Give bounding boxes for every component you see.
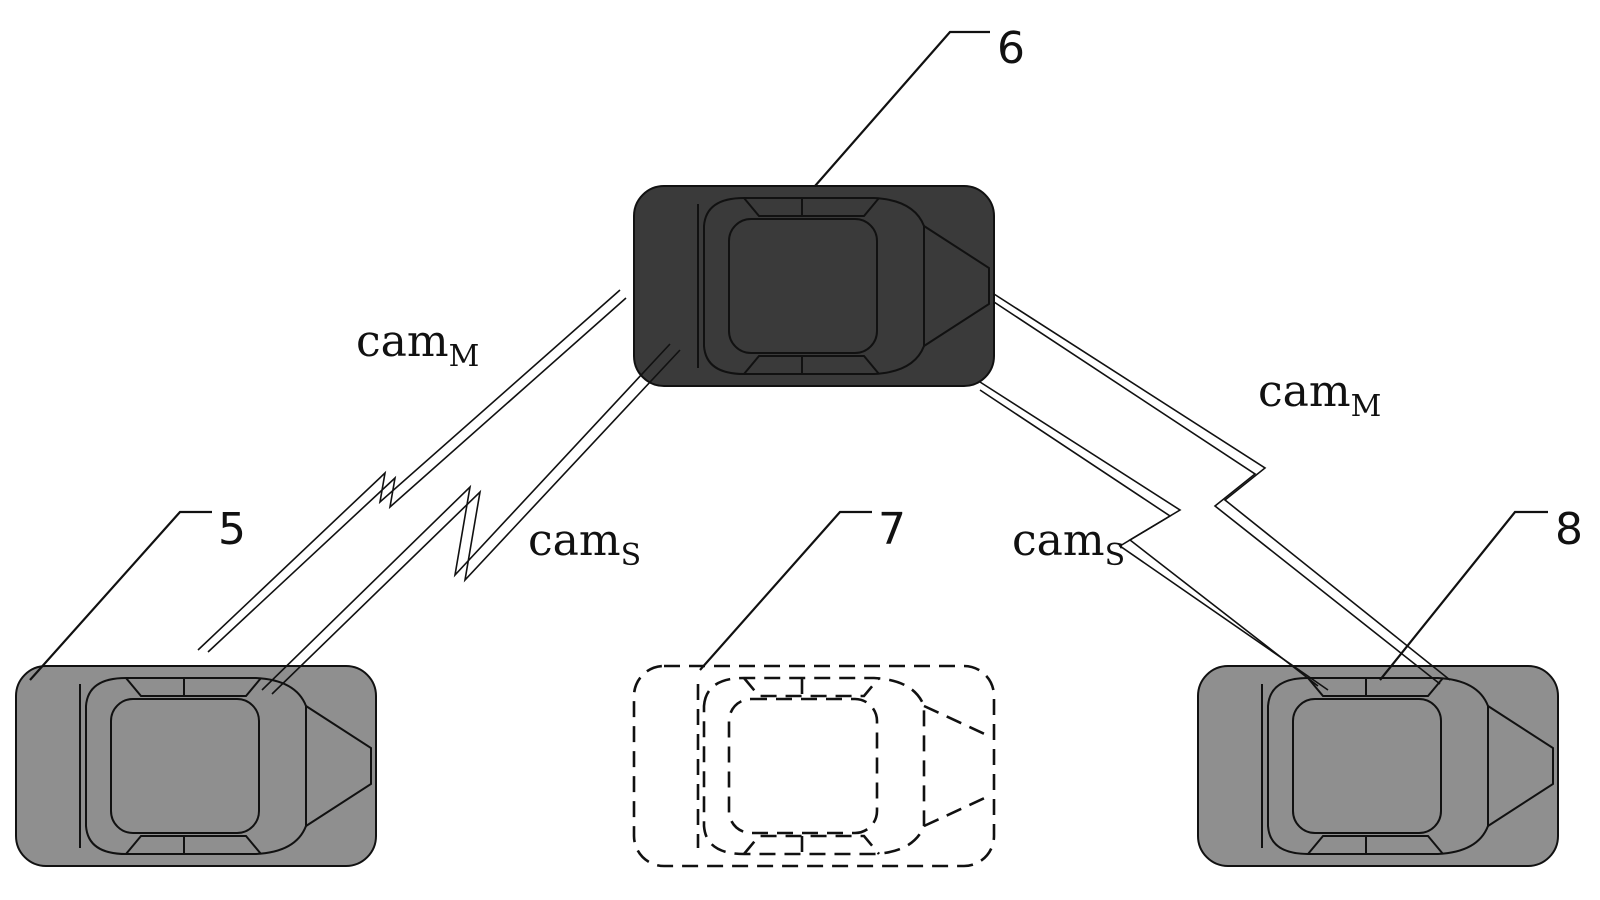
leader-line-8 xyxy=(1379,510,1548,681)
leader-line-7 xyxy=(699,510,872,671)
label-cam-s-right: camS xyxy=(1012,515,1125,573)
wireless-link-left-main xyxy=(197,289,627,653)
label-cam-s-left: camS xyxy=(528,515,641,573)
ref-number-8: 8 xyxy=(1555,504,1583,555)
leader-line-5 xyxy=(29,510,212,681)
vehicle-5 xyxy=(15,665,377,867)
wireless-link-left-side xyxy=(261,343,681,695)
ref-number-6: 6 xyxy=(997,23,1025,74)
ref-number-5: 5 xyxy=(218,504,246,555)
leader-line-6 xyxy=(814,30,990,187)
vehicle-8 xyxy=(1197,665,1559,867)
ref-number-7: 7 xyxy=(878,504,906,555)
wireless-link-right-main xyxy=(993,293,1451,685)
label-cam-m-right: camM xyxy=(1258,366,1381,424)
label-cam-m-left: camM xyxy=(356,316,479,374)
vehicle-6 xyxy=(633,185,995,387)
wireless-link-right-side xyxy=(979,381,1329,691)
vehicle-7 xyxy=(632,664,996,868)
